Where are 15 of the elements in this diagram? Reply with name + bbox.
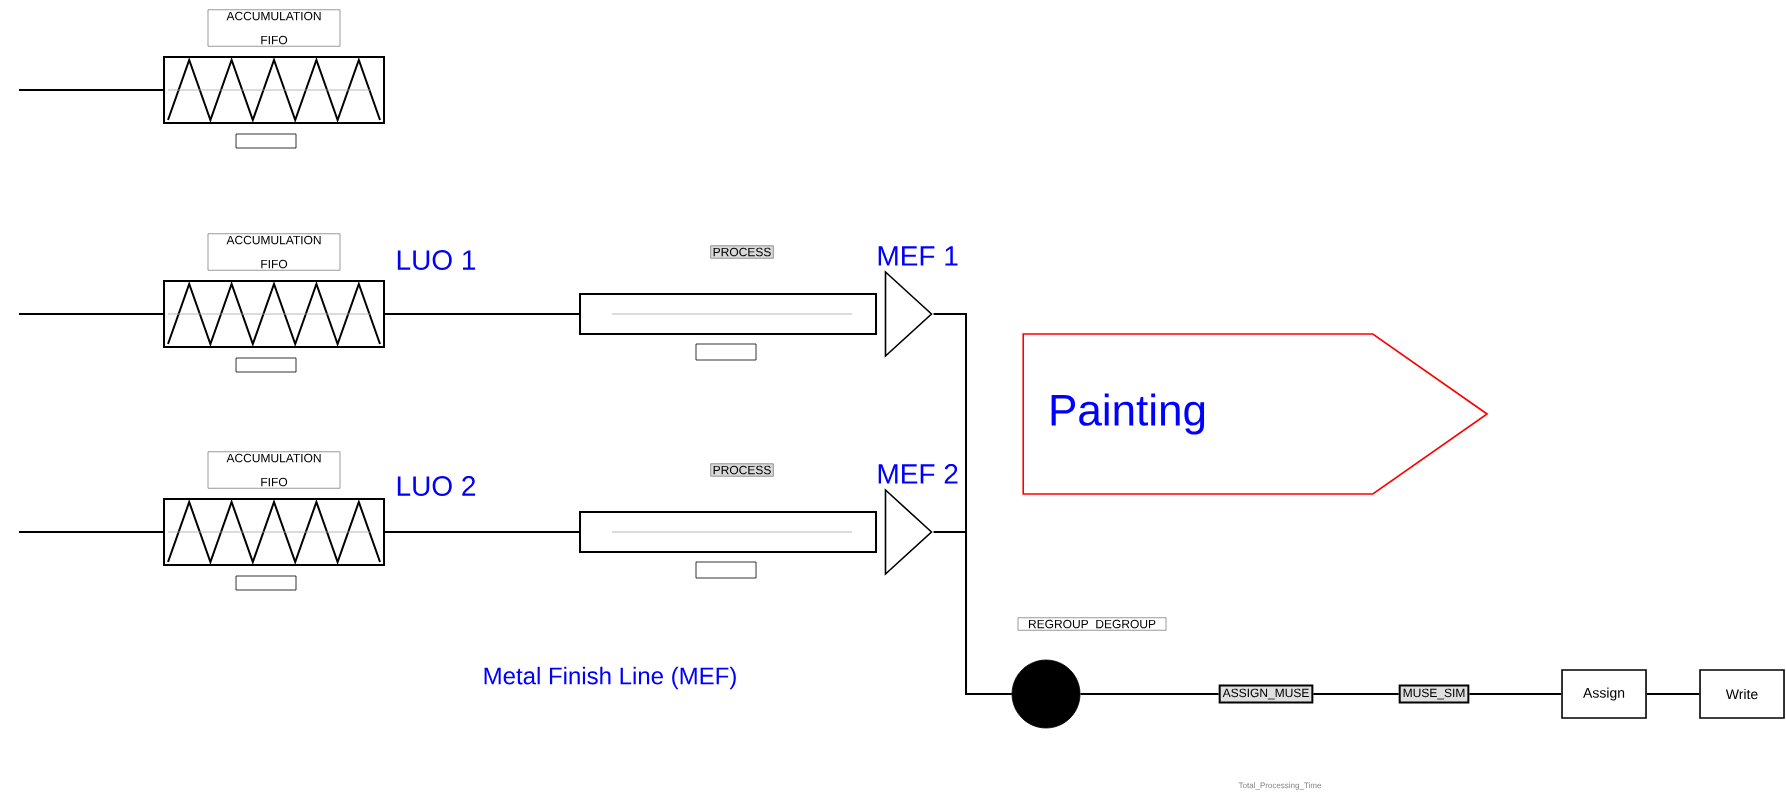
connector-line bbox=[1468, 693, 1563, 695]
connector-line bbox=[18, 89, 164, 91]
text-label: LUO 2 bbox=[397, 476, 476, 496]
node-label: MEF 1 bbox=[878, 246, 958, 266]
connector-line bbox=[1079, 693, 1220, 695]
connector-line bbox=[18, 531, 164, 533]
connector-line bbox=[932, 531, 1013, 695]
connector-line bbox=[18, 313, 164, 315]
connector-line bbox=[384, 313, 580, 315]
node-label: MEF 2 bbox=[878, 464, 958, 484]
connector-line bbox=[1645, 693, 1701, 695]
text-label: LUO 1 bbox=[397, 250, 476, 270]
text-label: Metal Finish Line (MEF) bbox=[484, 666, 736, 690]
connector-line bbox=[384, 531, 580, 533]
connector-line bbox=[1312, 693, 1400, 695]
